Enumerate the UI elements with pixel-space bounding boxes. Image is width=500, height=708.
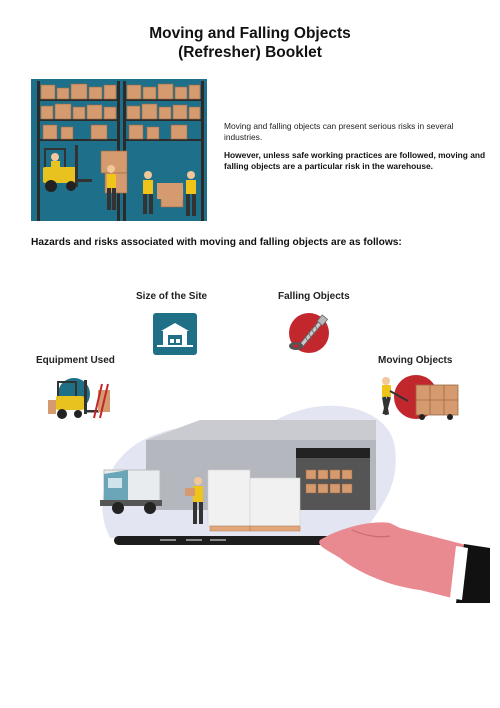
hazards-heading: Hazards and risks associated with moving… — [31, 237, 402, 248]
label-size-of-site: Size of the Site — [136, 291, 208, 302]
hand-truck-worker-icon — [378, 373, 462, 421]
intro-bold-paragraph: However, unless safe working practices a… — [224, 150, 486, 171]
warehouse-building-icon — [153, 313, 197, 355]
document-title: Moving and Falling Objects (Refresher) B… — [0, 24, 500, 62]
falling-screw-icon — [286, 308, 336, 358]
label-equipment-used: Equipment Used — [36, 355, 115, 366]
title-line-2: (Refresher) Booklet — [178, 44, 322, 61]
intro-paragraph: Moving and falling objects can present s… — [224, 121, 454, 142]
label-falling-objects: Falling Objects — [278, 291, 350, 302]
warehouse-on-tablet-illustration — [90, 378, 490, 603]
title-line-1: Moving and Falling Objects — [149, 25, 351, 42]
intro-text: Moving and falling objects can present s… — [224, 121, 486, 179]
warehouse-workers-illustration — [31, 79, 207, 221]
forklift-icon — [44, 374, 114, 422]
label-moving-objects: Moving Objects — [378, 355, 453, 366]
